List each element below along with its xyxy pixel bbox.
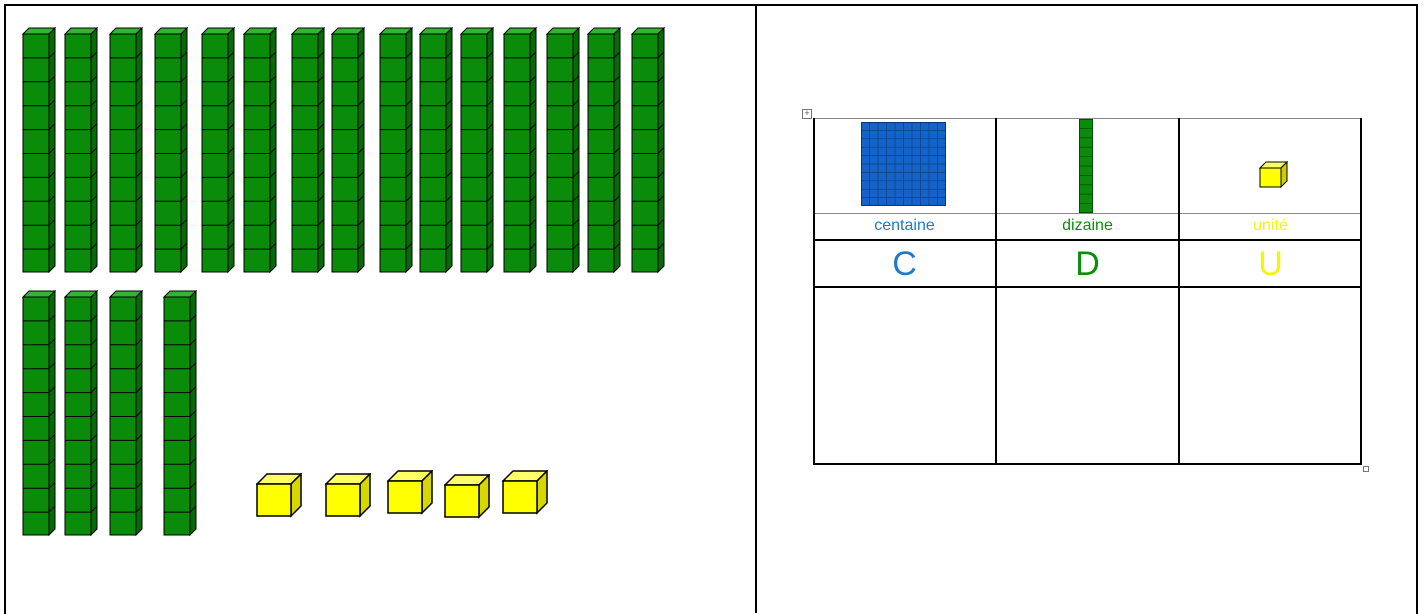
header-c: C <box>813 242 996 286</box>
ten-rod <box>163 290 197 536</box>
table-bottom-border <box>813 463 1362 465</box>
entry-cell-unite[interactable] <box>1180 288 1360 463</box>
ten-rod <box>379 27 413 273</box>
table-header-top-border <box>813 239 1362 241</box>
table-resize-handle[interactable] <box>1363 466 1369 472</box>
entry-cell-centaine[interactable] <box>815 288 995 463</box>
place-value-table: centaine dizaine unité C D U <box>813 118 1362 465</box>
unit-cube <box>325 473 371 518</box>
label-centaine: centaine <box>813 215 996 237</box>
ten-rod <box>291 27 325 273</box>
unit-cube <box>502 470 548 515</box>
label-dizaine: dizaine <box>996 215 1179 237</box>
unit-cube <box>444 474 490 519</box>
hundred-flat-image <box>861 122 946 206</box>
ten-rod <box>154 27 188 273</box>
header-u: U <box>1179 242 1362 286</box>
ten-rod <box>331 27 365 273</box>
unit-cube-image <box>1259 161 1288 188</box>
ten-rod <box>109 27 143 273</box>
label-unite: unité <box>1179 215 1362 237</box>
unit-cube <box>387 470 433 515</box>
ten-rod <box>460 27 494 273</box>
table-move-handle[interactable]: + <box>802 109 812 119</box>
ten-rod <box>503 27 537 273</box>
entry-cell-dizaine[interactable] <box>997 288 1178 463</box>
ten-rod <box>22 27 56 273</box>
ten-rod <box>243 27 277 273</box>
ten-rod <box>587 27 621 273</box>
ten-rod <box>201 27 235 273</box>
column-divider <box>755 4 757 613</box>
ten-rod-image <box>1079 119 1093 213</box>
unit-cube <box>256 473 302 518</box>
table-label-separator <box>813 213 1362 214</box>
ten-rod <box>419 27 453 273</box>
header-d: D <box>996 242 1179 286</box>
ten-rod <box>546 27 580 273</box>
ten-rod <box>22 290 56 536</box>
ten-rod <box>64 290 98 536</box>
ten-rod <box>64 27 98 273</box>
table-right-border <box>1360 118 1362 465</box>
ten-rod <box>109 290 143 536</box>
ten-rod <box>631 27 665 273</box>
